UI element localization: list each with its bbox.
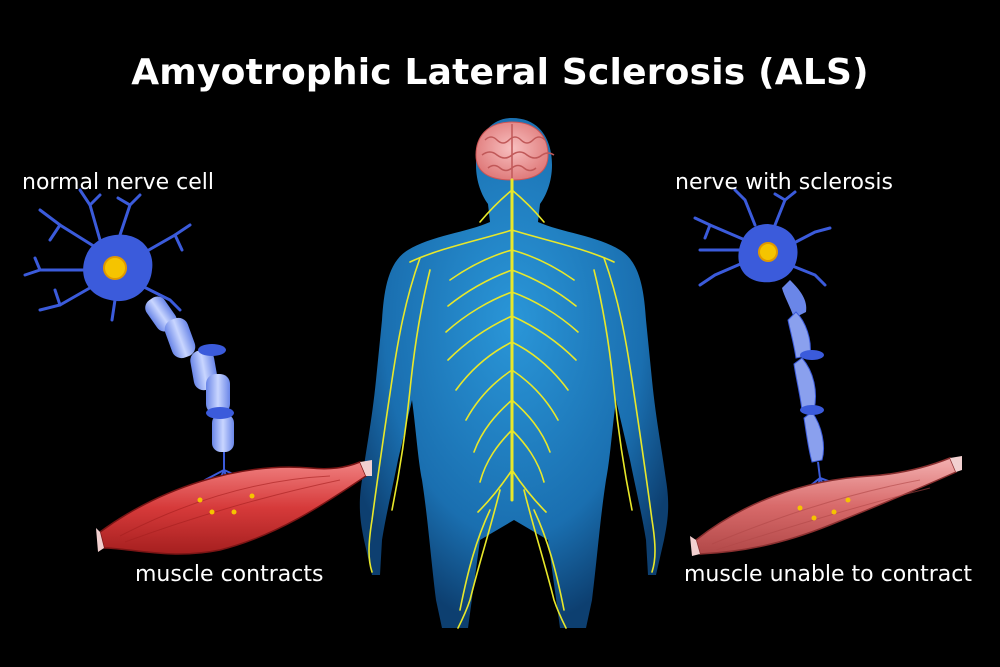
sclerosis-axon xyxy=(782,280,825,463)
label-normal-nerve-cell: normal nerve cell xyxy=(22,170,215,195)
label-muscle-unable-to-contract: muscle unable to contract xyxy=(684,562,972,587)
human-body xyxy=(359,118,669,629)
normal-dendrites xyxy=(23,188,192,322)
body-silhouette xyxy=(359,118,669,628)
nervous-system xyxy=(368,178,656,629)
page-title: Amyotrophic Lateral Sclerosis (ALS) xyxy=(131,52,869,93)
normal-nucleus xyxy=(103,256,127,280)
sclerosis-neuron xyxy=(693,188,849,519)
muscle-contracting xyxy=(96,460,372,555)
label-nerve-with-sclerosis: nerve with sclerosis xyxy=(675,170,894,195)
sclerosis-nucleus xyxy=(758,242,778,262)
sclerosis-dendrites xyxy=(693,188,832,287)
muscle-not-contracting xyxy=(690,456,962,556)
normal-neuron xyxy=(23,188,253,513)
label-muscle-contracts: muscle contracts xyxy=(135,562,324,587)
normal-axon xyxy=(145,296,234,452)
